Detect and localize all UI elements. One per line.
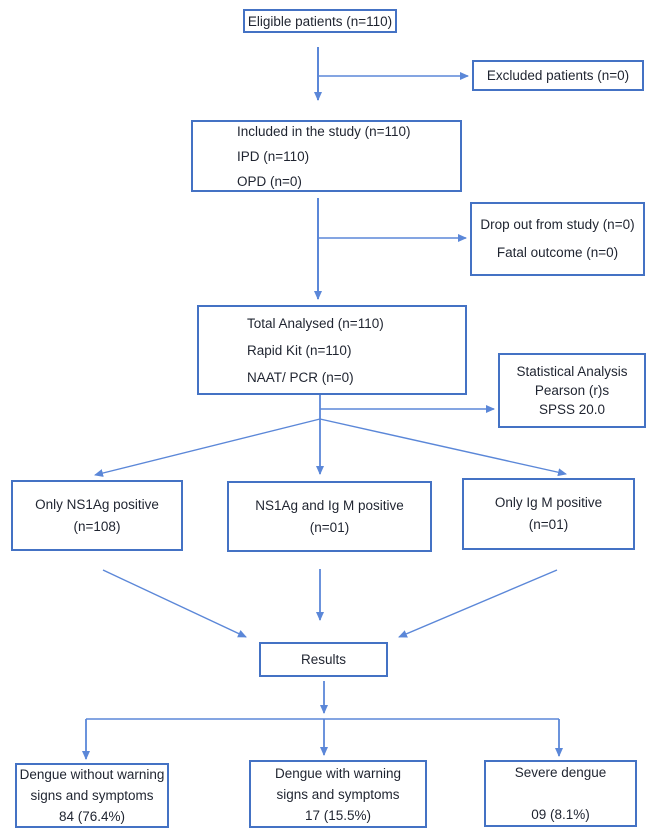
severe-dengue-box: Severe dengue 09 (8.1%) bbox=[484, 760, 637, 827]
statistical-analysis-line: Statistical Analysis bbox=[516, 364, 628, 379]
ns1ag-and-igm-line: NS1Ag and Ig M positive bbox=[255, 497, 404, 513]
ns1ag-and-igm-line: (n=01) bbox=[309, 519, 350, 535]
only-igm-line: (n=01) bbox=[528, 517, 569, 532]
dropout-line: Drop out from study (n=0) bbox=[480, 217, 635, 232]
included-box: Included in the study (n=110) IPD (n=110… bbox=[191, 120, 462, 192]
only-ns1ag-positive-box: Only NS1Ag positive (n=108) bbox=[11, 480, 183, 551]
eligible-patients-label: Eligible patients (n=110) bbox=[247, 13, 393, 29]
dengue-without-warning-box: Dengue without warning signs and symptom… bbox=[15, 763, 169, 828]
dropout-box: Drop out from study (n=0) Fatal outcome … bbox=[470, 202, 645, 276]
severe-dengue-line: 09 (8.1%) bbox=[531, 807, 590, 822]
severe-dengue-line: Severe dengue bbox=[514, 765, 607, 780]
statistical-analysis-line: SPSS 20.0 bbox=[538, 402, 606, 417]
excluded-patients-label: Excluded patients (n=0) bbox=[486, 68, 630, 83]
only-ns1ag-line: Only NS1Ag positive bbox=[35, 496, 159, 512]
dengue-without-warning-line: Dengue without warning bbox=[19, 767, 165, 782]
included-line: IPD (n=110) bbox=[237, 148, 310, 164]
dengue-with-warning-line: Dengue with warning bbox=[274, 765, 402, 781]
dengue-with-warning-box: Dengue with warning signs and symptoms 1… bbox=[249, 760, 427, 828]
dengue-without-warning-line: signs and symptoms bbox=[30, 788, 154, 803]
only-ns1ag-line: (n=108) bbox=[73, 518, 121, 534]
dengue-with-warning-line: 17 (15.5%) bbox=[304, 807, 372, 823]
total-analysed-box: Total Analysed (n=110) Rapid Kit (n=110)… bbox=[197, 305, 467, 395]
results-box: Results bbox=[259, 642, 388, 677]
results-label: Results bbox=[300, 652, 346, 667]
total-analysed-line: NAAT/ PCR (n=0) bbox=[247, 369, 354, 385]
included-line: OPD (n=0) bbox=[237, 173, 302, 189]
dropout-line: Fatal outcome (n=0) bbox=[496, 245, 619, 260]
dengue-with-warning-line: signs and symptoms bbox=[276, 786, 400, 802]
statistical-analysis-line: Pearson (r)s bbox=[534, 383, 610, 398]
severe-dengue-line bbox=[559, 783, 563, 804]
dengue-without-warning-line: 84 (76.4%) bbox=[58, 809, 126, 824]
eligible-patients-box: Eligible patients (n=110) bbox=[243, 9, 397, 33]
total-analysed-line: Total Analysed (n=110) bbox=[247, 315, 384, 331]
included-line: Included in the study (n=110) bbox=[237, 123, 411, 139]
ns1ag-and-igm-positive-box: NS1Ag and Ig M positive (n=01) bbox=[227, 481, 432, 552]
only-igm-line: Only Ig M positive bbox=[494, 495, 603, 510]
statistical-analysis-box: Statistical Analysis Pearson (r)s SPSS 2… bbox=[498, 353, 646, 428]
excluded-patients-box: Excluded patients (n=0) bbox=[472, 60, 644, 91]
total-analysed-line: Rapid Kit (n=110) bbox=[247, 342, 352, 358]
only-igm-positive-box: Only Ig M positive (n=01) bbox=[462, 478, 635, 550]
